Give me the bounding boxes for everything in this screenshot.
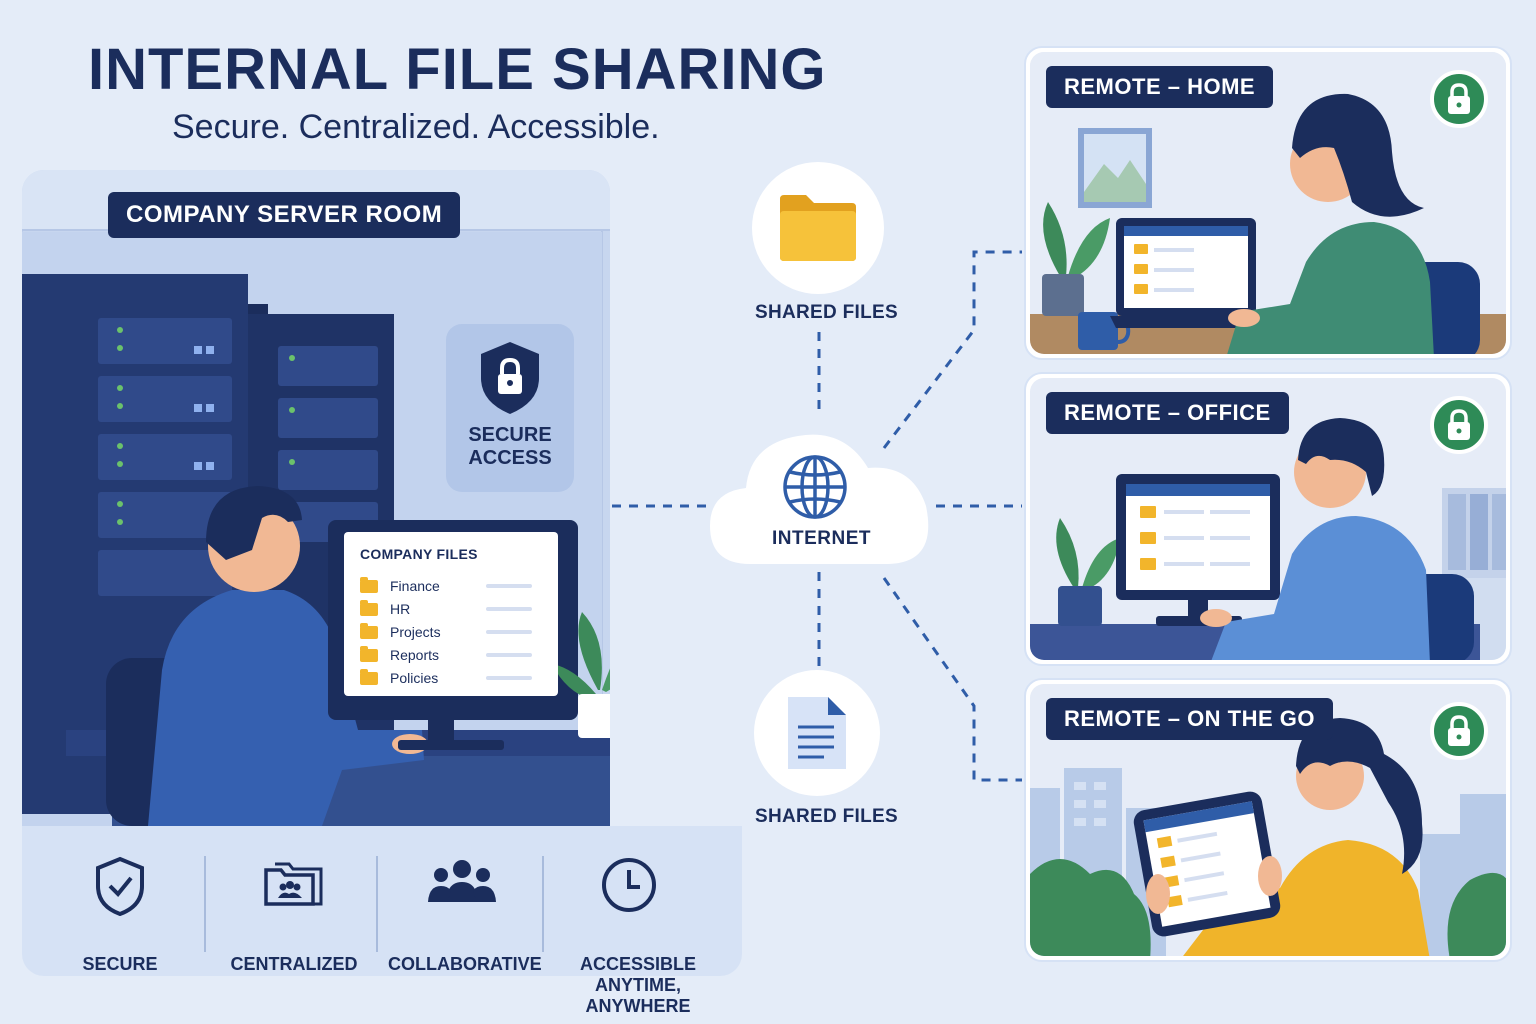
company-files-window: COMPANY FILES Finance HR Projects Report… — [344, 532, 558, 696]
folder-row[interactable]: Finance — [360, 576, 548, 596]
feature-collaborative: COLLABORATIVE — [388, 856, 542, 974]
secure-access-label: SECURE ACCESS — [468, 424, 552, 469]
folder-row[interactable]: Policies — [360, 668, 548, 688]
remote-office-label: REMOTE – OFFICE — [1046, 392, 1289, 434]
shield-lock-icon — [481, 342, 539, 414]
shared-files-top-label: SHARED FILES — [755, 302, 898, 323]
server-room-illustration — [22, 170, 610, 826]
folders-icon — [264, 862, 323, 906]
page-title: INTERNAL FILE SHARING — [88, 37, 827, 102]
lock-badge — [1430, 70, 1488, 128]
document-icon — [788, 697, 846, 769]
remote-on-the-go-card: REMOTE – ON THE GO — [1024, 678, 1512, 962]
link-cloud-to-home — [882, 250, 1022, 449]
remote-on-the-go-illustration — [1030, 684, 1506, 956]
folder-icon — [360, 645, 378, 662]
feature-accessible: ACCESSIBLE ANYTIME, ANYWHERE — [550, 856, 726, 1016]
remote-home-label: REMOTE – HOME — [1046, 66, 1274, 108]
folder-name: Finance — [390, 578, 440, 594]
secure-access-badge: SECURE ACCESS — [446, 324, 574, 492]
folder-row[interactable]: Reports — [360, 645, 548, 665]
folder-icon — [780, 195, 856, 261]
company-files-title: COMPANY FILES — [360, 546, 478, 562]
link-cloud-to-go — [882, 577, 1022, 782]
lock-icon — [1448, 83, 1470, 114]
folder-name: HR — [390, 601, 411, 617]
shared-files-bottom-label: SHARED FILES — [755, 806, 898, 827]
lock-badge — [1430, 702, 1488, 760]
features-bar: SECURE CENTRALIZED COLLABORATIVE ACCESSI… — [22, 826, 742, 1016]
folder-row[interactable]: Projects — [360, 622, 548, 642]
remote-on-the-go-label: REMOTE – ON THE GO — [1046, 698, 1334, 740]
server-room-panel: COMPANY SERVER ROOM SECURE ACCESS COMPAN… — [22, 170, 610, 826]
folder-icon — [360, 576, 378, 593]
page-subtitle: Secure. Centralized. Accessible. — [172, 108, 660, 146]
feature-label: ACCESSIBLE ANYTIME, ANYWHERE — [579, 954, 696, 1016]
lock-badge — [1430, 396, 1488, 454]
feature-label: CENTRALIZED — [230, 954, 358, 974]
lock-icon — [1448, 715, 1470, 746]
folder-name: Projects — [390, 624, 441, 640]
folder-row[interactable]: HR — [360, 599, 548, 619]
folder-icon — [360, 668, 378, 685]
lock-icon — [1448, 409, 1470, 440]
folder-icon — [360, 599, 378, 616]
folder-name: Policies — [390, 670, 439, 686]
remote-home-card: REMOTE – HOME — [1024, 46, 1512, 360]
feature-secure: SECURE — [70, 856, 170, 974]
server-room-label: COMPANY SERVER ROOM — [108, 192, 461, 238]
folder-icon — [360, 622, 378, 639]
shield-check-icon — [96, 856, 144, 916]
internet-label: INTERNET — [772, 528, 871, 549]
users-icon — [428, 860, 496, 902]
feature-label: SECURE — [82, 954, 158, 974]
feature-centralized: CENTRALIZED — [226, 856, 362, 974]
globe-icon — [783, 455, 847, 519]
remote-office-card: REMOTE – OFFICE — [1024, 372, 1512, 666]
clock-icon — [602, 858, 656, 912]
folder-name: Reports — [390, 647, 440, 663]
shared-document-node — [754, 670, 880, 796]
feature-label: COLLABORATIVE — [388, 954, 542, 974]
shared-folder-node — [752, 162, 884, 294]
